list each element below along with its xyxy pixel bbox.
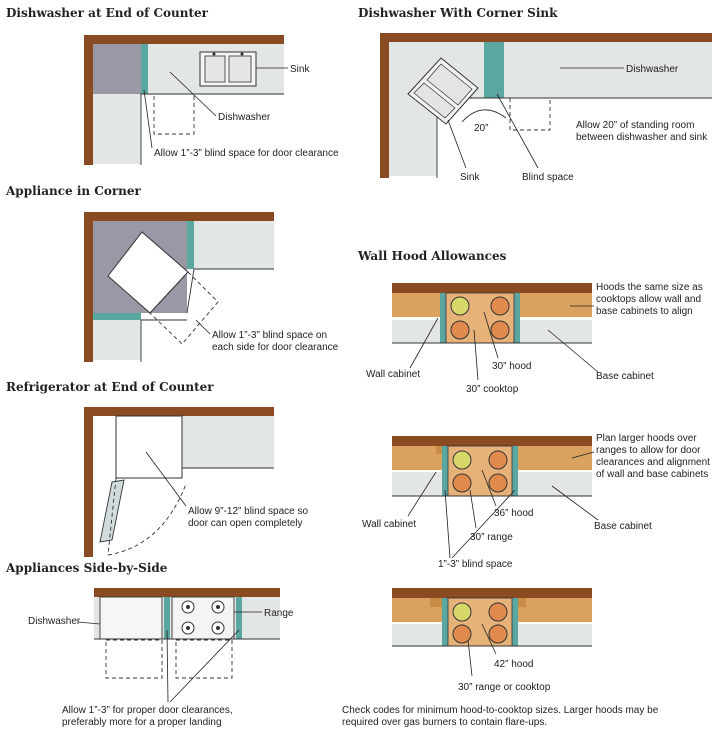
footnote-line2: required over gas burners to contain fla… <box>342 717 547 728</box>
panel-appliance-corner: Appliance in Corner Allow 1”-3” blind sp… <box>5 184 339 362</box>
blind-space-left <box>164 597 170 639</box>
hood-diagram-36: Wall cabinet Base cabinet 36” hood 30” r… <box>362 433 710 570</box>
panel-refrigerator-end: Refrigerator at End of Counter Allow 9”-… <box>6 380 308 557</box>
counter-right <box>194 221 274 269</box>
counter-right <box>182 416 274 468</box>
sink-icon <box>199 51 257 87</box>
label-blind-space: Blind space <box>522 172 574 183</box>
note-hood1-line2: cooktops allow wall and <box>596 294 701 305</box>
blind-space-right <box>236 597 242 639</box>
dim-standing-room: 20” <box>474 123 488 134</box>
note-hood1-line3: base cabinets to align <box>596 306 693 317</box>
note-dishwasher-end: Allow 1”-3” blind space for door clearan… <box>154 148 339 159</box>
dishwasher-unit <box>99 596 163 640</box>
panel-dishwasher-end: Dishwasher at End of Counter Sink Dishwa… <box>6 6 339 165</box>
label-range: Range <box>264 608 294 619</box>
panel-side-by-side: Appliances Side-by-Side Dishwasher Range… <box>5 561 294 728</box>
label-blind-space: 1”-3” blind space <box>438 559 513 570</box>
note-side-line1: Allow 1”-3” for proper door clearances, <box>62 705 233 716</box>
panel-title-wall-hood: Wall Hood Allowances <box>357 249 507 263</box>
note-hood2-line2: ranges to allow for door <box>596 445 701 456</box>
blind-space <box>484 42 504 98</box>
label-base-cabinet: Base cabinet <box>596 371 654 382</box>
wall-back <box>84 212 274 221</box>
dishwasher-door-swing <box>105 639 163 679</box>
wall-back <box>94 588 280 597</box>
label-range-30: 30” range <box>470 532 513 543</box>
range-icon <box>171 596 235 640</box>
note-fridge-line2: door can open completely <box>188 518 303 529</box>
note-corner-line1: Allow 1”-3” blind space on <box>212 330 327 341</box>
label-dishwasher: Dishwasher <box>626 64 679 75</box>
label-base-cabinet: Base cabinet <box>594 521 652 532</box>
panel-dishwasher-corner-sink: Dishwasher With Corner Sink 20” Dishwash… <box>358 6 712 183</box>
note-hood2-line4: of wall and base cabinets <box>596 469 708 480</box>
label-wall-cabinet: Wall cabinet <box>362 519 416 530</box>
note-hood2-line3: clearances and alignment <box>596 457 710 468</box>
note-hood2-line1: Plan larger hoods over <box>596 433 697 444</box>
label-hood-36: 36” hood <box>494 508 533 519</box>
blind-space <box>141 44 148 94</box>
wall-back <box>84 35 284 44</box>
dishwasher-door-swing <box>509 97 551 131</box>
label-hood-42: 42” hood <box>494 659 533 670</box>
panel-title-refrigerator-end: Refrigerator at End of Counter <box>6 380 214 394</box>
note-hood1-line1: Hoods the same size as <box>596 282 703 293</box>
note-standing-line1: Allow 20” of standing room <box>576 120 694 131</box>
panel-title-dishwasher-end: Dishwasher at End of Counter <box>6 6 209 20</box>
wall-left <box>84 407 93 557</box>
note-corner-line2: each side for door clearance <box>212 342 339 353</box>
wall-left <box>84 35 93 165</box>
panel-title-appliance-corner: Appliance in Corner <box>5 184 142 198</box>
label-dishwasher: Dishwasher <box>28 616 81 627</box>
blind-space-right <box>187 221 194 269</box>
note-fridge-line1: Allow 9”-12” blind space so <box>188 506 308 517</box>
corner-sink-icon <box>407 57 479 125</box>
counter-bottom <box>93 320 141 360</box>
wall-back <box>380 33 712 42</box>
appliance-door-swing <box>149 271 219 345</box>
label-sink: Sink <box>460 172 480 183</box>
label-hood-30: 30” hood <box>492 361 531 372</box>
corner-cabinet <box>93 44 141 94</box>
door-swing-arc <box>107 477 187 556</box>
wall-left <box>380 33 389 178</box>
footnote-line1: Check codes for minimum hood-to-cooktop … <box>342 705 659 716</box>
blind-space-bottom <box>93 313 141 320</box>
wall-back <box>84 407 274 416</box>
panel-title-side-by-side: Appliances Side-by-Side <box>5 561 168 575</box>
refrigerator <box>115 415 183 479</box>
range-door-swing <box>175 639 233 679</box>
wall-left <box>84 212 93 362</box>
panel-wall-hood: Wall Hood Allowances Wall cabinet Base c… <box>342 249 710 728</box>
panel-title-corner-sink: Dishwasher With Corner Sink <box>358 6 558 20</box>
note-side-line2: preferably more for a proper landing <box>62 717 222 728</box>
refrigerator-door <box>99 479 125 543</box>
dishwasher-door-swing <box>153 93 195 135</box>
label-cooktop-30: 30” cooktop <box>466 384 519 395</box>
hood-diagram-30: Wall cabinet Base cabinet 30” hood 30” c… <box>366 282 703 395</box>
label-wall-cabinet: Wall cabinet <box>366 369 420 380</box>
label-sink: Sink <box>290 64 310 75</box>
label-range-30-or-cooktop: 30” range or cooktop <box>458 682 551 693</box>
note-standing-line2: between dishwasher and sink <box>576 132 708 143</box>
label-dishwasher: Dishwasher <box>218 112 271 123</box>
hood-diagram-42: 42” hood 30” range or cooktop Check code… <box>342 588 659 728</box>
counter-left <box>93 94 141 164</box>
